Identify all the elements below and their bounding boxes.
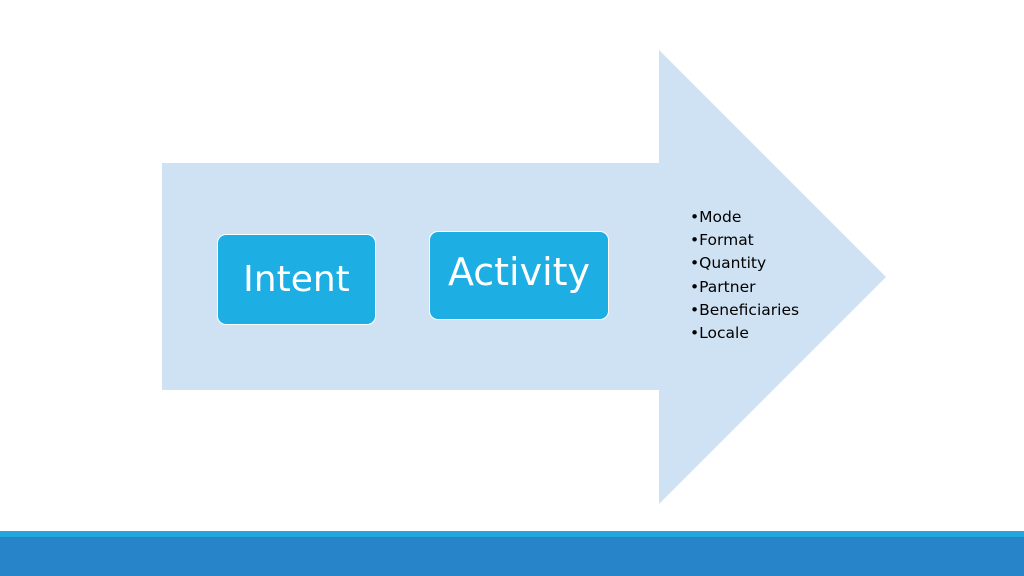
intent-label: Intent [243,259,350,300]
footer-accent-line [0,531,1024,537]
list-item: •Quantity [690,254,767,273]
intent-box: Intent [217,234,376,325]
attribute-list: •Mode •Format •Quantity •Partner •Benefi… [690,206,799,345]
list-item: •Mode [690,208,742,226]
activity-label: Activity [447,250,591,294]
list-item: •Format [690,231,754,250]
footer-bar [0,537,1024,576]
list-item: •Beneficiaries [690,300,800,319]
list-item: •Locale [690,324,749,343]
list-item: •Partner [690,277,756,296]
activity-box: Activity [429,231,609,320]
